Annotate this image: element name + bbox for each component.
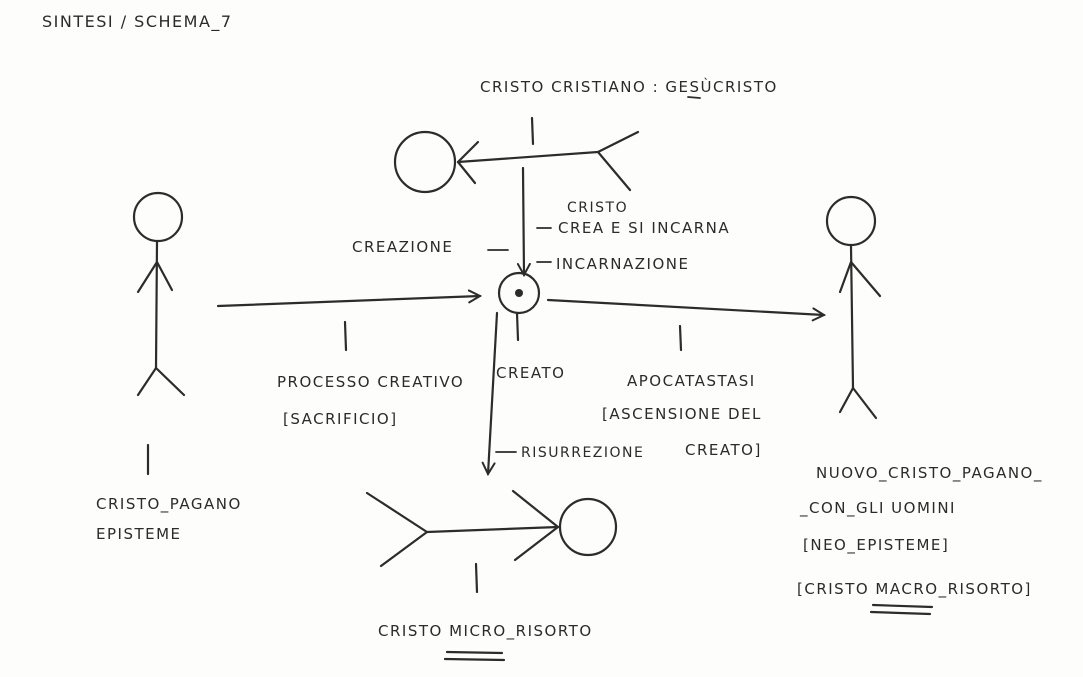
label-right-figure-2: _CON_GLI UOMINI [800, 501, 956, 516]
label-risurrezione: RISURREZIONE [521, 446, 644, 460]
resurrection-arrow [488, 313, 497, 474]
label-left-figure-1: CRISTO_PAGANO [96, 497, 242, 512]
left-figure-body [156, 242, 157, 368]
top-heading: CRISTO CRISTIANO : GESÙCRISTO [480, 80, 778, 95]
left-figure-head [134, 193, 182, 241]
label-left-figure-2: EPISTEME [96, 527, 182, 542]
sheet-title: SINTESI / SCHEMA_7 [42, 14, 233, 30]
left-figure [134, 193, 184, 474]
micro-underline [445, 652, 504, 660]
right-figure-arms [840, 262, 880, 296]
label-apocatastasi: APOCATASTASI [627, 374, 756, 389]
label-sacrificio: [SACRIFICIO] [283, 412, 398, 427]
left-figure-legs [138, 368, 184, 395]
top-figure-tick [532, 118, 533, 144]
top-figure-head [395, 132, 455, 192]
bottom-figure-body [427, 527, 558, 532]
incarnation-arrow [523, 168, 524, 275]
label-right-figure-1: NUOVO_CRISTO_PAGANO_ [816, 466, 1043, 481]
center-dot [515, 289, 523, 297]
right-figure-body [851, 246, 853, 388]
bottom-figure-head [560, 499, 616, 555]
label-right-figure-3: [NEO_EPISTEME] [803, 538, 949, 553]
top-figure [395, 118, 638, 192]
label-incarnazione: INCARNAZIONE [556, 257, 690, 272]
bottom-figure-tick [476, 564, 477, 592]
label-crea-incarna: CREA E SI INCARNA [558, 221, 730, 236]
top-figure-legs [598, 132, 638, 190]
bottom-figure-legs [367, 493, 427, 566]
right-figure [827, 197, 880, 418]
label-processo-creativo: PROCESSO CREATIVO [277, 375, 464, 390]
macro-underline [871, 605, 932, 614]
left-figure-arms [138, 262, 172, 292]
right-figure-head [827, 197, 875, 245]
bottom-figure [367, 491, 616, 592]
label-ascensione-2: CREATO] [685, 443, 762, 458]
center-node [499, 273, 539, 340]
apocatastasis-tick [680, 326, 681, 350]
label-ascensione-1: [ASCENSIONE DEL [602, 407, 762, 422]
creative-process-arrow [218, 296, 480, 306]
bottom-caption: CRISTO MICRO_RISORTO [378, 624, 593, 639]
label-creato: CREATO [496, 366, 565, 381]
bottom-figure-arms [513, 491, 558, 560]
apocatastasis-arrow [548, 300, 824, 315]
label-cristo: CRISTO [567, 201, 628, 215]
top-figure-body [458, 152, 598, 162]
creative-process-tick [345, 322, 346, 350]
label-creazione: CREAZIONE [352, 240, 453, 255]
right-figure-legs [840, 388, 876, 418]
center-tick [517, 313, 518, 340]
gesu-underline [688, 97, 700, 98]
label-right-figure-4: [CRISTO MACRO_RISORTO] [797, 582, 1032, 597]
